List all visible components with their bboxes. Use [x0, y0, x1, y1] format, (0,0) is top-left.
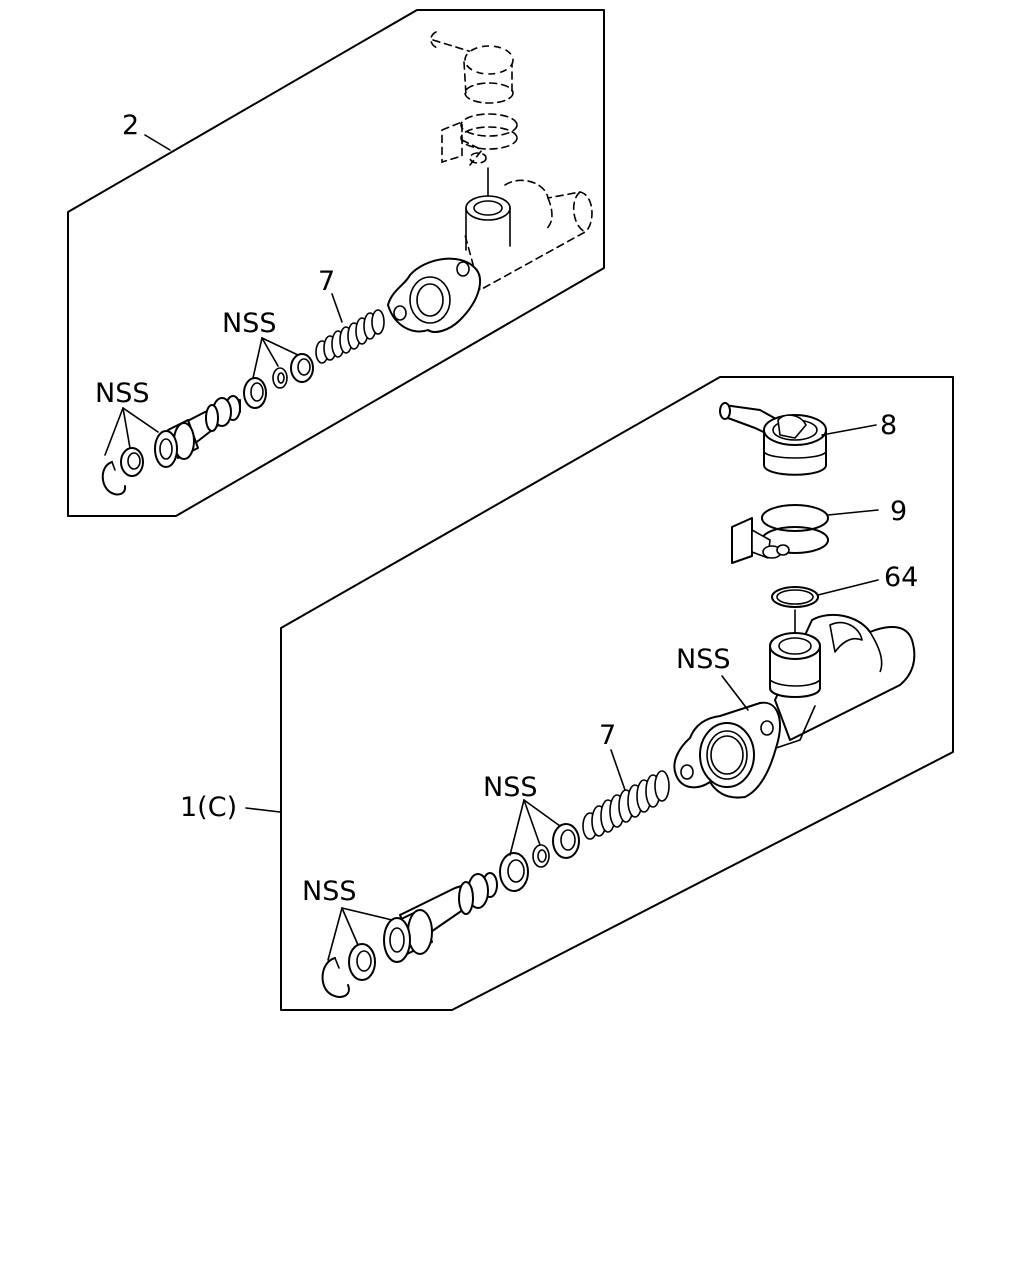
upper-outer-seals [101, 447, 144, 496]
upper-assembly-callout: 2 [122, 110, 139, 141]
upper-outer-seals-label: NSS [95, 378, 149, 409]
upper-inner-seals [243, 353, 314, 409]
lower-spring [582, 770, 670, 840]
lower-assembly: 8 9 64 NSS 7 NSS NSS 1(C) [180, 376, 954, 1011]
lower-inner-seals-label: NSS [483, 772, 537, 803]
upper-clamp-dashed [441, 113, 518, 166]
lower-reservoir-cap-label: 8 [880, 410, 897, 441]
lower-outer-seals [321, 943, 376, 998]
lower-body [673, 613, 916, 799]
upper-assembly-frame [67, 9, 605, 517]
lower-reservoir-cap [719, 402, 827, 476]
upper-reservoir-dashed [430, 31, 514, 104]
lower-piston [383, 872, 498, 963]
upper-body [387, 179, 593, 333]
upper-inner-seals-label: NSS [222, 308, 276, 339]
upper-piston [154, 395, 241, 468]
lower-assembly-callout: 1(C) [180, 792, 237, 823]
upper-spring [315, 309, 385, 364]
lower-hose-clamp-label: 9 [890, 496, 907, 527]
lower-o-ring-label: 64 [884, 562, 918, 593]
lower-o-ring [771, 586, 819, 608]
upper-labels: 2 7 NSS NSS [95, 110, 343, 456]
lower-hose-clamp [731, 504, 829, 564]
lower-body-label: NSS [676, 644, 730, 675]
lower-inner-seals [499, 823, 580, 892]
lower-assembly-frame [280, 376, 954, 1011]
lower-spring-label: 7 [599, 720, 616, 751]
upper-assembly: 2 7 NSS NSS [67, 9, 605, 517]
lower-labels: 8 9 64 NSS 7 NSS NSS 1(C) [180, 410, 918, 961]
upper-spring-label: 7 [318, 266, 335, 297]
lower-outer-seals-label: NSS [302, 876, 356, 907]
